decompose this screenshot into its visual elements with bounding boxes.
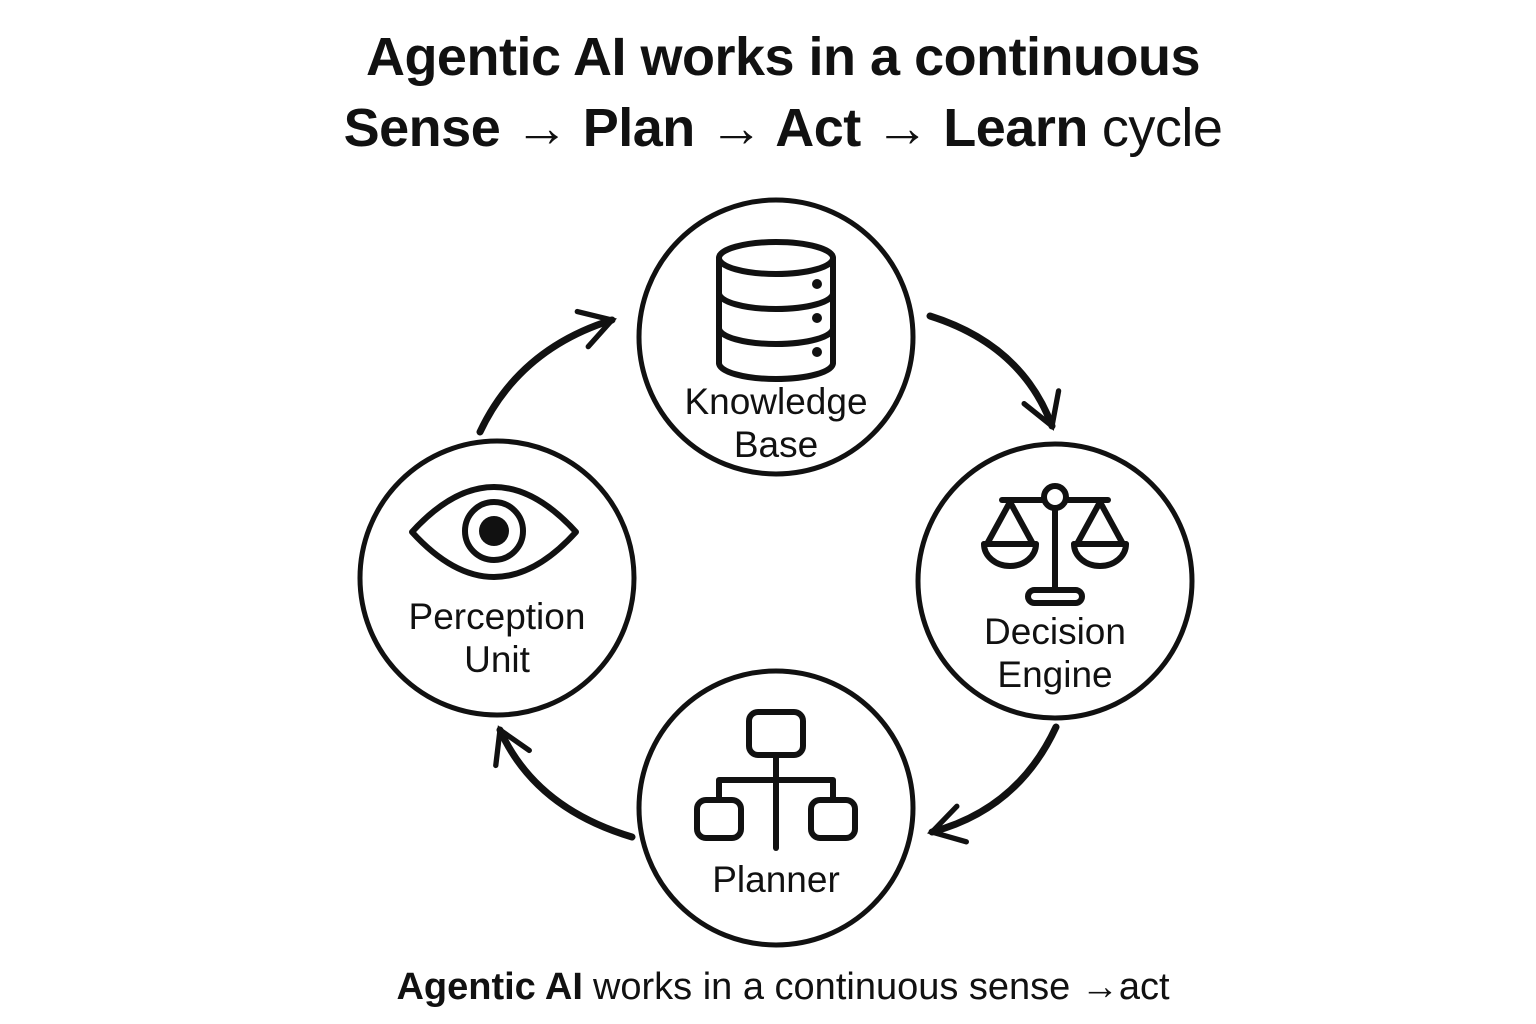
node-circle xyxy=(636,197,916,477)
caption-rest-text: works in a continuous sense →act xyxy=(592,966,1170,1008)
title-line1-text: Agentic AI works in a continuous xyxy=(365,27,1201,87)
node-label-line: Engine xyxy=(997,654,1112,695)
title-line2-light-text: cycle xyxy=(1101,98,1223,158)
cycle-arrows xyxy=(476,308,1062,845)
arrow-perception-to-knowledge xyxy=(476,308,617,436)
node-label-line: Decision xyxy=(984,611,1126,652)
org-chart-icon xyxy=(694,709,858,851)
node-label-line: Base xyxy=(734,424,818,465)
database-icon xyxy=(716,239,836,382)
node-perception-unit: Perception Unit xyxy=(357,438,637,718)
eye-icon xyxy=(409,484,579,580)
arrow-decision-to-planner xyxy=(927,723,1060,845)
node-label-line: Perception xyxy=(409,596,586,637)
arrow-planner-to-perception xyxy=(493,725,636,841)
caption-lead-text: Agentic AI xyxy=(396,966,583,1008)
node-label-line: Knowledge xyxy=(684,381,867,422)
node-decision-engine: Decision Engine xyxy=(915,441,1195,721)
scales-icon xyxy=(981,483,1129,606)
node-label-line: Planner xyxy=(712,859,840,900)
node-planner: Planner xyxy=(636,668,916,948)
arrow-knowledge-to-decision xyxy=(926,312,1062,431)
diagram-title: Agentic AI works in a continuous Sense →… xyxy=(15,22,1536,164)
node-knowledge-base: Knowledge Base xyxy=(636,197,916,477)
node-label-line: Unit xyxy=(464,639,531,680)
title-line2-bold-text: Sense → Plan → Act → Learn xyxy=(343,98,1089,158)
title-line-1: Agentic AI works in a continuous xyxy=(15,22,1536,93)
